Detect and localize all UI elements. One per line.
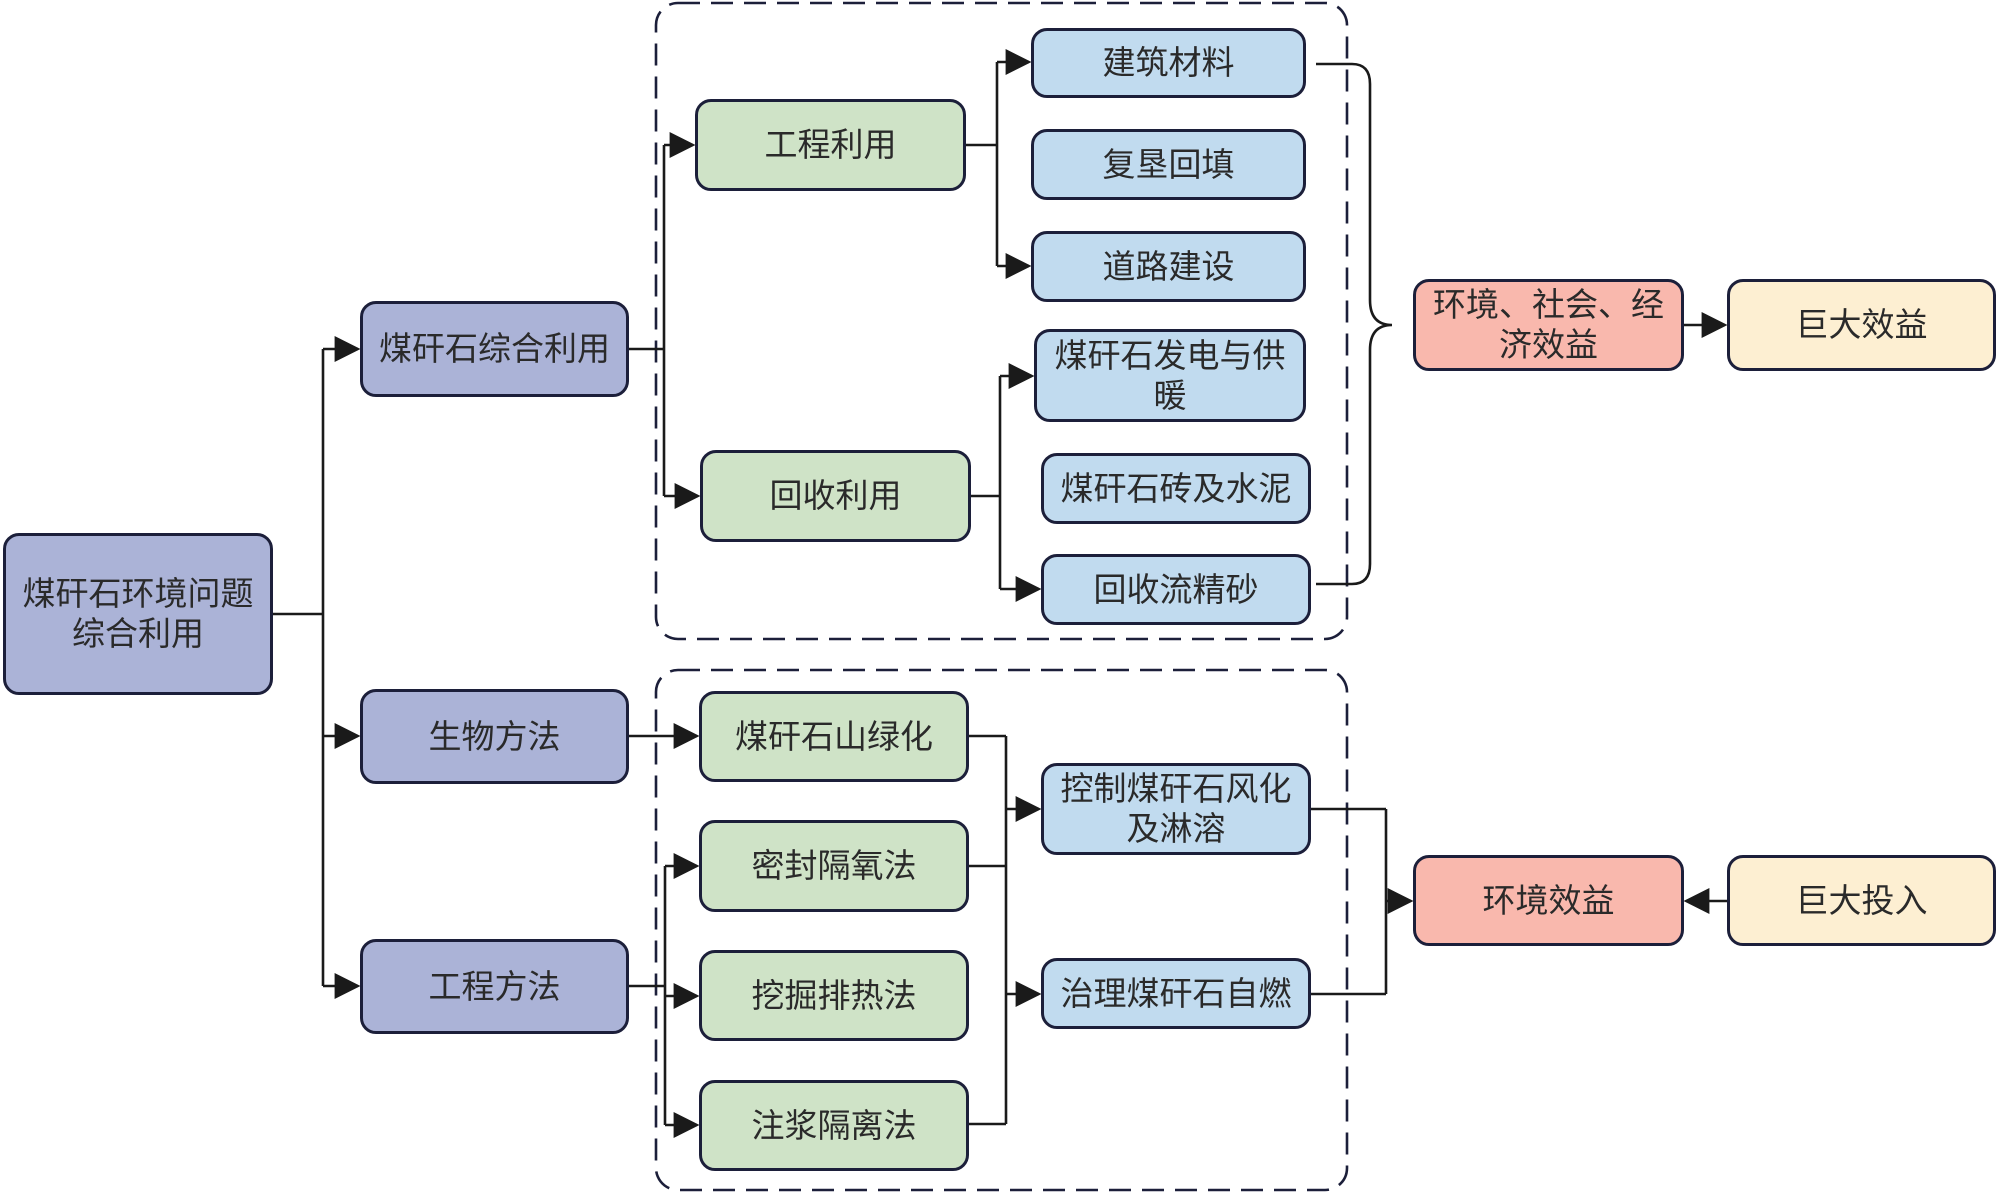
node-recycled-sand: 回收流精砂 [1041,554,1311,625]
edge-engineering-use-trunk [966,62,999,266]
node-reclamation-backfill: 复垦回填 [1031,129,1306,200]
node-building-materials: 建筑材料 [1031,28,1306,98]
edge-recycling-use-trunk [971,376,1002,589]
edge-merge-trunk [969,734,1008,1126]
node-greening: 煤矸石山绿化 [699,691,969,782]
node-bricks-cement: 煤矸石砖及水泥 [1041,453,1311,524]
node-road-construction: 道路建设 [1031,231,1306,302]
node-power-heating: 煤矸石发电与供暖 [1034,329,1306,422]
node-treat-combustion: 治理煤矸石自燃 [1041,958,1311,1029]
node-engineering-use: 工程利用 [695,99,966,191]
edge-root-trunk [273,349,325,986]
node-comprehensive-use: 煤矸石综合利用 [360,301,629,397]
node-root: 煤矸石环境问题综合利用 [3,533,273,695]
node-excavation-heat: 挖掘排热法 [699,950,969,1041]
edge-effects-merge [1311,807,1388,996]
curly-brace [1316,62,1393,586]
node-engineering-method: 工程方法 [360,939,629,1034]
group-utilization-frame [654,1,1349,641]
node-env-benefit: 环境效益 [1413,855,1684,946]
node-recycling-use: 回收利用 [700,450,971,542]
node-sealing-oxygen: 密封隔氧法 [699,820,969,912]
node-control-weathering: 控制煤矸石风化及淋溶 [1041,763,1311,855]
edge-comprehensive-trunk [629,145,666,496]
node-huge-benefit: 巨大效益 [1727,279,1996,371]
node-huge-investment: 巨大投入 [1727,855,1996,946]
node-biological-method: 生物方法 [360,689,629,784]
node-grouting-isolation: 注浆隔离法 [699,1080,969,1171]
node-env-social-econ-benefit: 环境、社会、经济效益 [1413,279,1684,371]
edge-engineering-method-trunk [629,866,667,1125]
